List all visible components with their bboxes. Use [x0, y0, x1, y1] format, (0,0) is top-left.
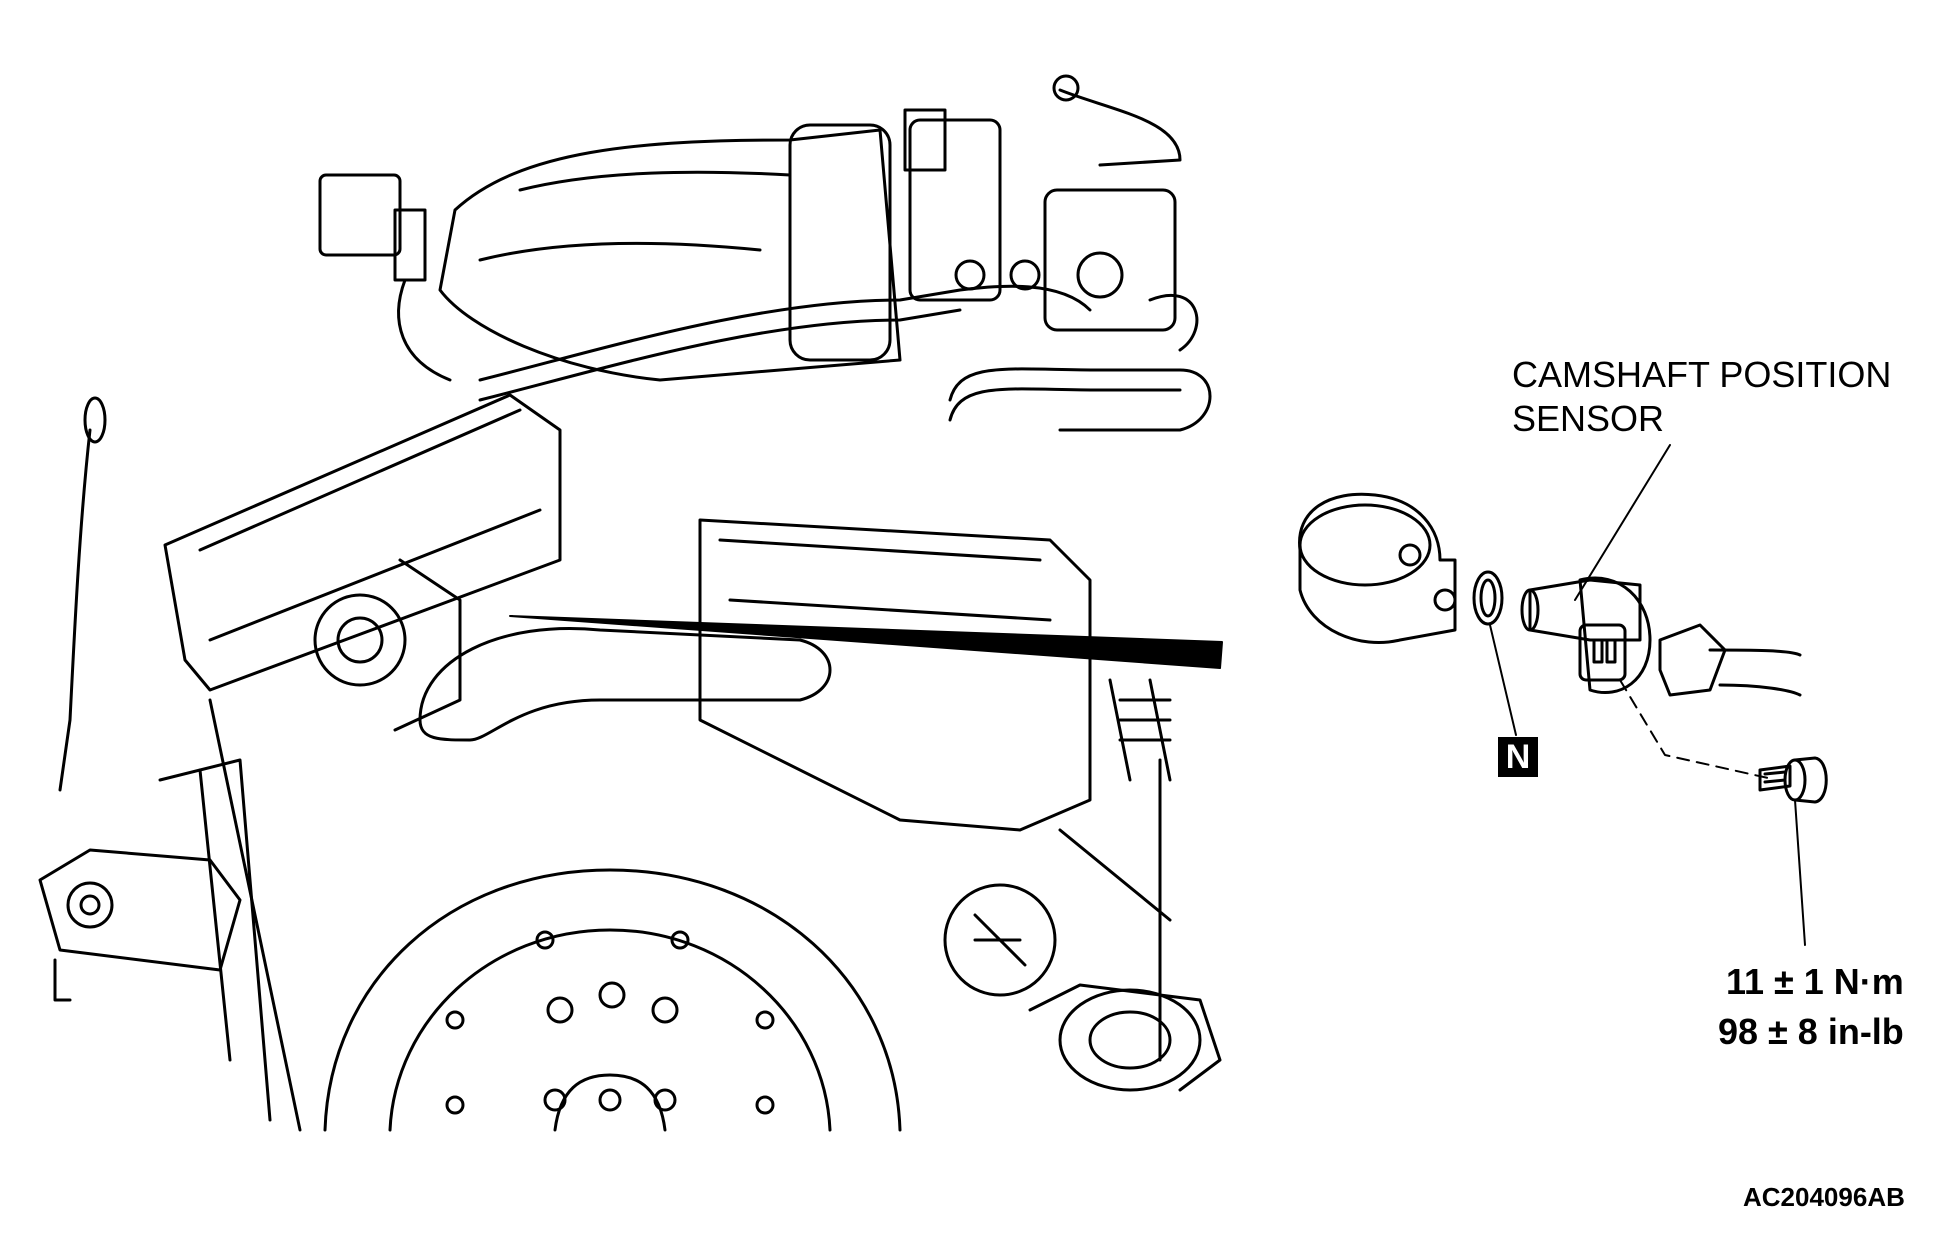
- figure-id: AC204096AB: [1743, 1182, 1905, 1212]
- torque-spec-inlb: 98 ± 8 in-lb: [1718, 1011, 1904, 1052]
- sensor-label-line2: SENSOR: [1512, 398, 1665, 439]
- bolt-leader-line: [1794, 799, 1806, 946]
- torque-spec: 11 ± 1 N·m 98 ± 8 in-lb: [1718, 957, 1904, 1057]
- sensor-label-line1: CAMSHAFT POSITION: [1512, 354, 1892, 395]
- replace-part-badge: N: [1498, 737, 1538, 777]
- engine-assembly: [38, 74, 1222, 1132]
- flywheel: [323, 868, 902, 1132]
- location-pointer: [509, 615, 1223, 669]
- oring-leader-line: [1489, 624, 1517, 736]
- sensor-leader-line: [1574, 444, 1671, 601]
- sensor-label: CAMSHAFT POSITION SENSOR: [1512, 353, 1891, 441]
- torque-spec-nm: 11 ± 1 N·m: [1725, 961, 1904, 1002]
- sensor-exploded-view: [1298, 492, 1828, 804]
